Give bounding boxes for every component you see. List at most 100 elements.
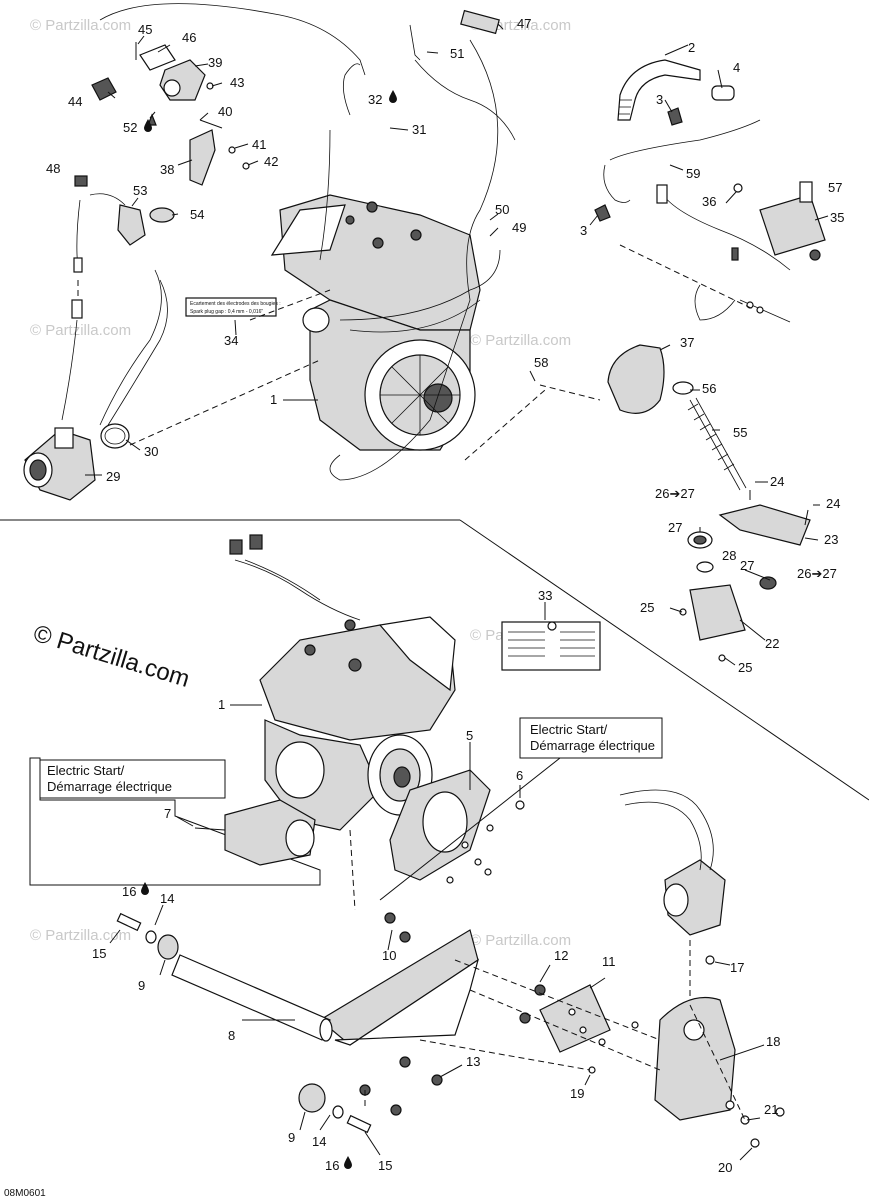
partzilla-brand-text: © Partzilla.com [30, 620, 193, 693]
engine-upper [270, 194, 501, 451]
watermark-text: © Partzilla.com [470, 332, 571, 349]
callout-17: 17 [730, 960, 744, 975]
watermark-text: © Partzilla.com [30, 17, 131, 34]
callout-numbers: 1 2 3 3 4 22 23 24 24 25 25 26➔27 26➔27 … [46, 16, 844, 1175]
callout-43: 43 [230, 75, 244, 90]
callout-29: 29 [106, 469, 120, 484]
callout-50: 50 [495, 202, 509, 217]
callout-34: 34 [224, 333, 238, 348]
callout-40: 40 [218, 104, 232, 119]
callout-21: 21 [764, 1102, 778, 1117]
upper-dashed-leaders [77, 244, 756, 461]
callout-24: 24 [826, 496, 840, 511]
callout-51: 51 [450, 46, 464, 61]
callout-32: 32 [368, 92, 382, 107]
callout-26-27: 26➔27 [655, 486, 695, 501]
callout-48: 48 [46, 161, 60, 176]
callout-18: 18 [766, 1034, 780, 1049]
drop-icon [389, 90, 397, 103]
callout-3: 3 [656, 92, 663, 107]
front-tube-assembly [116, 912, 372, 1134]
callout-54: 54 [190, 207, 204, 222]
callout-9: 9 [288, 1130, 295, 1145]
callout-24: 24 [770, 474, 784, 489]
callout-8: 8 [228, 1028, 235, 1043]
warning-sticker [501, 621, 601, 671]
callout-53: 53 [133, 183, 147, 198]
callout-37: 37 [680, 335, 694, 350]
cover-gasket [389, 769, 525, 884]
callout-45: 45 [138, 22, 152, 37]
callout-13: 13 [466, 1054, 480, 1069]
carburetor-upper [23, 423, 130, 501]
callout-14: 14 [312, 1134, 326, 1149]
engine-mount-plate [318, 912, 479, 1116]
drop-icons [141, 90, 397, 1169]
parts-top-left [91, 42, 250, 186]
callout-16: 16 [325, 1158, 339, 1173]
callout-36: 36 [702, 194, 716, 209]
callout-47: 47 [517, 16, 531, 31]
watermark-text: © Partzilla.com [30, 322, 131, 339]
callout-22: 22 [765, 636, 779, 651]
callout-56: 56 [702, 381, 716, 396]
right-mount-assembly [679, 490, 811, 662]
callout-1: 1 [218, 697, 225, 712]
callout-35: 35 [830, 210, 844, 225]
callout-4: 4 [733, 60, 740, 75]
electric-start-subtitle-right: Démarrage électrique [530, 738, 655, 753]
callout-59: 59 [686, 166, 700, 181]
callout-38: 38 [160, 162, 174, 177]
callout-12: 12 [554, 948, 568, 963]
hoses-upper-right [594, 59, 761, 222]
callout-58: 58 [534, 355, 548, 370]
callout-leaders [85, 23, 829, 1161]
electric-start-subtitle-left: Démarrage électrique [47, 779, 172, 794]
callout-26-27: 26➔27 [797, 566, 837, 581]
drop-icon [141, 882, 149, 895]
callout-3: 3 [580, 223, 587, 238]
callout-25: 25 [640, 600, 654, 615]
label-34-line2: Spark plug gap : 0,4 mm - 0,016" [190, 309, 263, 315]
callout-15: 15 [92, 946, 106, 961]
electric-start-box-right: Electric Start/ Démarrage électrique [379, 717, 663, 901]
parts-left-column [61, 175, 175, 431]
drop-icon [144, 119, 152, 132]
callout-31: 31 [412, 122, 426, 137]
callout-14: 14 [160, 891, 174, 906]
electric-start-title-right: Electric Start/ [530, 722, 608, 737]
callout-44: 44 [68, 94, 82, 109]
callout-46: 46 [182, 30, 196, 45]
callout-41: 41 [252, 137, 266, 152]
callout-15: 15 [378, 1158, 392, 1173]
watermark-text: © Partzilla.com [470, 932, 571, 949]
callout-5: 5 [466, 728, 473, 743]
bracket-assembly [519, 984, 785, 1148]
callout-19: 19 [570, 1086, 584, 1101]
handle-starter [607, 344, 747, 491]
divider-line [459, 519, 869, 801]
callout-49: 49 [512, 220, 526, 235]
electric-start-title-left: Electric Start/ [47, 763, 125, 778]
callout-33: 33 [538, 588, 552, 603]
callout-28: 28 [722, 548, 736, 563]
figure-id: 08M0601 [4, 1188, 46, 1199]
callout-6: 6 [516, 768, 523, 783]
callout-52: 52 [123, 120, 137, 135]
callout-10: 10 [382, 948, 396, 963]
callout-1: 1 [270, 392, 277, 407]
callout-27: 27 [668, 520, 682, 535]
lower-dashed-leaders [349, 829, 746, 1121]
callout-57: 57 [828, 180, 842, 195]
callout-39: 39 [208, 55, 222, 70]
callout-23: 23 [824, 532, 838, 547]
callout-42: 42 [264, 154, 278, 169]
spark-plug-gap-label: Ecartement des électrodes des bougies : … [185, 297, 281, 317]
drop-icon [344, 1156, 352, 1169]
callout-55: 55 [733, 425, 747, 440]
electric-start-box-left: Electric Start/ Démarrage électrique [29, 757, 321, 886]
callout-2: 2 [688, 40, 695, 55]
partzilla-brand: © Partzilla.com [30, 620, 193, 693]
upper-wiring [99, 3, 516, 481]
